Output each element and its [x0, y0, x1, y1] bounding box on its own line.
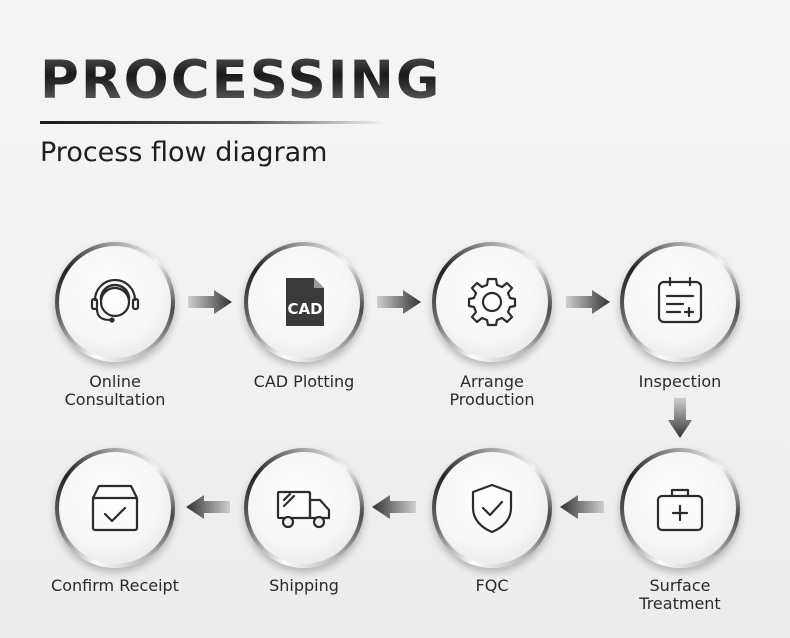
step-label-surface-treatment: Surface Treatment: [639, 576, 721, 613]
step-cad-plotting: CAD: [244, 242, 364, 362]
step-label-online-consultation: Online Consultation: [64, 372, 166, 409]
cad-icon-text: CAD: [287, 300, 322, 318]
flow-arrow-left: [186, 495, 230, 519]
gear-icon: [467, 277, 517, 327]
step-surface-treatment: [620, 448, 740, 568]
flow-arrow-right: [188, 290, 232, 314]
box-check-icon: [91, 484, 139, 532]
truck-icon: [276, 490, 331, 529]
flow-arrow-right: [566, 290, 610, 314]
flow-arrow-left: [372, 495, 416, 519]
step-arrange-production: [432, 242, 552, 362]
page-title: PROCESSING: [40, 50, 442, 111]
title-underline: [40, 121, 385, 124]
step-label-fqc: FQC: [475, 576, 509, 595]
flow-arrow-left: [560, 495, 604, 519]
inspection-board-icon: [657, 276, 703, 324]
step-online-consultation: [55, 242, 175, 362]
step-label-shipping: Shipping: [269, 576, 339, 595]
flow-arrow-down: [668, 398, 692, 438]
headset-icon: [90, 278, 140, 323]
step-label-cad-plotting: CAD Plotting: [253, 372, 355, 391]
step-confirm-receipt: [55, 448, 175, 568]
page-subtitle: Process flow diagram: [40, 137, 328, 168]
flow-arrow-right: [377, 290, 421, 314]
step-fqc: [432, 448, 552, 568]
step-label-inspection: Inspection: [638, 372, 722, 391]
shield-check-icon: [471, 483, 513, 534]
step-label-confirm-receipt: Confirm Receipt: [51, 576, 179, 595]
cad-file-icon: CAD: [286, 278, 324, 326]
step-inspection: [620, 242, 740, 362]
step-label-arrange-production: Arrange Production: [449, 372, 535, 409]
medical-kit-icon: [656, 488, 704, 532]
step-shipping: [244, 448, 364, 568]
